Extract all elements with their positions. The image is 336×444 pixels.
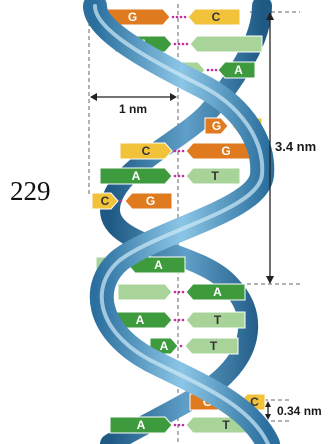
base-left-letter-12: A <box>137 418 146 432</box>
base-right-letter-8: A <box>213 285 222 299</box>
base-left-6 <box>91 192 119 210</box>
hydrogen-bond-dot <box>177 318 181 322</box>
base-right-letter-9: T <box>214 313 222 327</box>
pitch-label: 3.4 nm <box>275 139 316 154</box>
hydrogen-bond-dot <box>177 290 181 294</box>
hydrogen-bond-dot <box>210 68 214 72</box>
rise-label: 0.34 nm <box>277 404 322 418</box>
hydrogen-bond-dot <box>173 423 177 427</box>
base-right-letter-10: T <box>210 339 218 353</box>
base-left-letter-0: G <box>128 10 137 24</box>
hydrogen-bond-dot <box>177 423 181 427</box>
hydrogen-bond-dot <box>177 174 181 178</box>
base-left-5 <box>99 167 173 185</box>
width-label: 1 nm <box>119 102 147 116</box>
base-left-letter-4: C <box>142 144 151 158</box>
hydrogen-bond-dot <box>173 174 177 178</box>
hydrogen-bond-dot <box>183 15 187 19</box>
hydrogen-bond-dot <box>181 174 185 178</box>
hydrogen-bond-dot <box>181 318 185 322</box>
hydrogen-bond-dot <box>181 290 185 294</box>
base-right-9 <box>185 311 246 329</box>
hydrogen-bond-dot <box>171 15 175 19</box>
base-left-letter-5: A <box>132 169 141 183</box>
hydrogen-bond-dot <box>173 149 177 153</box>
base-right-letter-2: A <box>234 63 243 77</box>
base-left-3 <box>204 117 229 135</box>
hydrogen-bond-dot <box>181 423 185 427</box>
hydrogen-bond-dot <box>214 68 218 72</box>
base-left-4 <box>119 142 173 160</box>
hydrogen-bond-dot <box>173 290 177 294</box>
hydrogen-bond-dot <box>181 149 185 153</box>
hydrogen-bond-dot <box>181 42 185 46</box>
base-right-2 <box>217 61 256 79</box>
pitch-marker: 3.4 nm <box>266 12 316 284</box>
width-marker: 1 nm <box>90 93 177 116</box>
hydrogen-bond-dot <box>179 344 183 348</box>
base-right-letter-7: A <box>154 258 163 272</box>
base-left-letter-6: C <box>101 194 110 208</box>
base-right-10 <box>184 337 239 355</box>
base-right-0 <box>187 8 241 26</box>
hydrogen-bond-dot <box>119 199 123 203</box>
base-right-letter-11: C <box>250 395 259 409</box>
base-right-1 <box>189 35 263 53</box>
base-right-letter-0: C <box>212 10 221 24</box>
hydrogen-bond-dot <box>185 42 189 46</box>
page-number: 229 <box>10 176 51 206</box>
base-right-6 <box>124 192 173 210</box>
base-right-letter-4: G <box>221 144 230 158</box>
hydrogen-bond-dot <box>206 68 210 72</box>
base-right-letter-5: T <box>211 169 219 183</box>
base-right-8 <box>185 283 246 301</box>
hydrogen-bond-dot <box>177 42 181 46</box>
base-left-letter-9: A <box>136 313 145 327</box>
hydrogen-bond-dot <box>179 15 183 19</box>
base-left-12 <box>109 416 173 434</box>
base-left-letter-3: G <box>212 119 221 133</box>
front-backbone-highlight <box>93 4 270 444</box>
hydrogen-bond-dot <box>173 42 177 46</box>
hydrogen-bond-dot <box>173 318 177 322</box>
base-left-letter-10: A <box>160 339 169 353</box>
base-right-letter-6: G <box>146 194 155 208</box>
rise-marker: 0.34 nm <box>265 401 322 420</box>
hydrogen-bond-dot <box>177 149 181 153</box>
base-right-5 <box>185 167 241 185</box>
hydrogen-bond-dot <box>175 15 179 19</box>
base-right-letter-12: T <box>222 418 230 432</box>
base-left-8 <box>117 283 173 301</box>
